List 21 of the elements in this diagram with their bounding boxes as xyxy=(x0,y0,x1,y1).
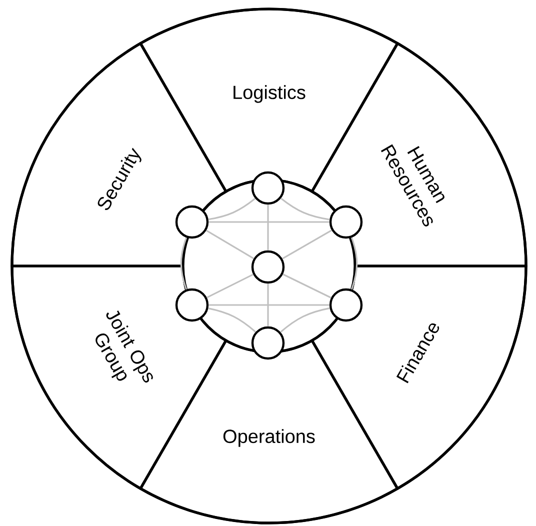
network-node xyxy=(251,171,285,205)
network-node xyxy=(251,250,285,284)
connector-line xyxy=(208,308,256,333)
connector-line xyxy=(280,198,330,220)
network-node xyxy=(175,205,209,239)
connector-line xyxy=(267,284,269,326)
connector-line xyxy=(208,304,330,306)
network-node xyxy=(329,288,363,322)
network-node xyxy=(175,288,209,322)
connector-line xyxy=(208,198,256,220)
connector-line xyxy=(208,221,330,223)
connector-line xyxy=(350,237,358,290)
network-node xyxy=(251,326,285,360)
connector-line xyxy=(206,230,254,260)
connector-line xyxy=(282,274,332,298)
connector-line xyxy=(282,230,332,260)
network-node xyxy=(329,205,363,239)
connector-line xyxy=(280,307,330,333)
connector-line xyxy=(206,274,254,298)
connector-line xyxy=(180,237,188,290)
connector-line xyxy=(267,204,269,250)
